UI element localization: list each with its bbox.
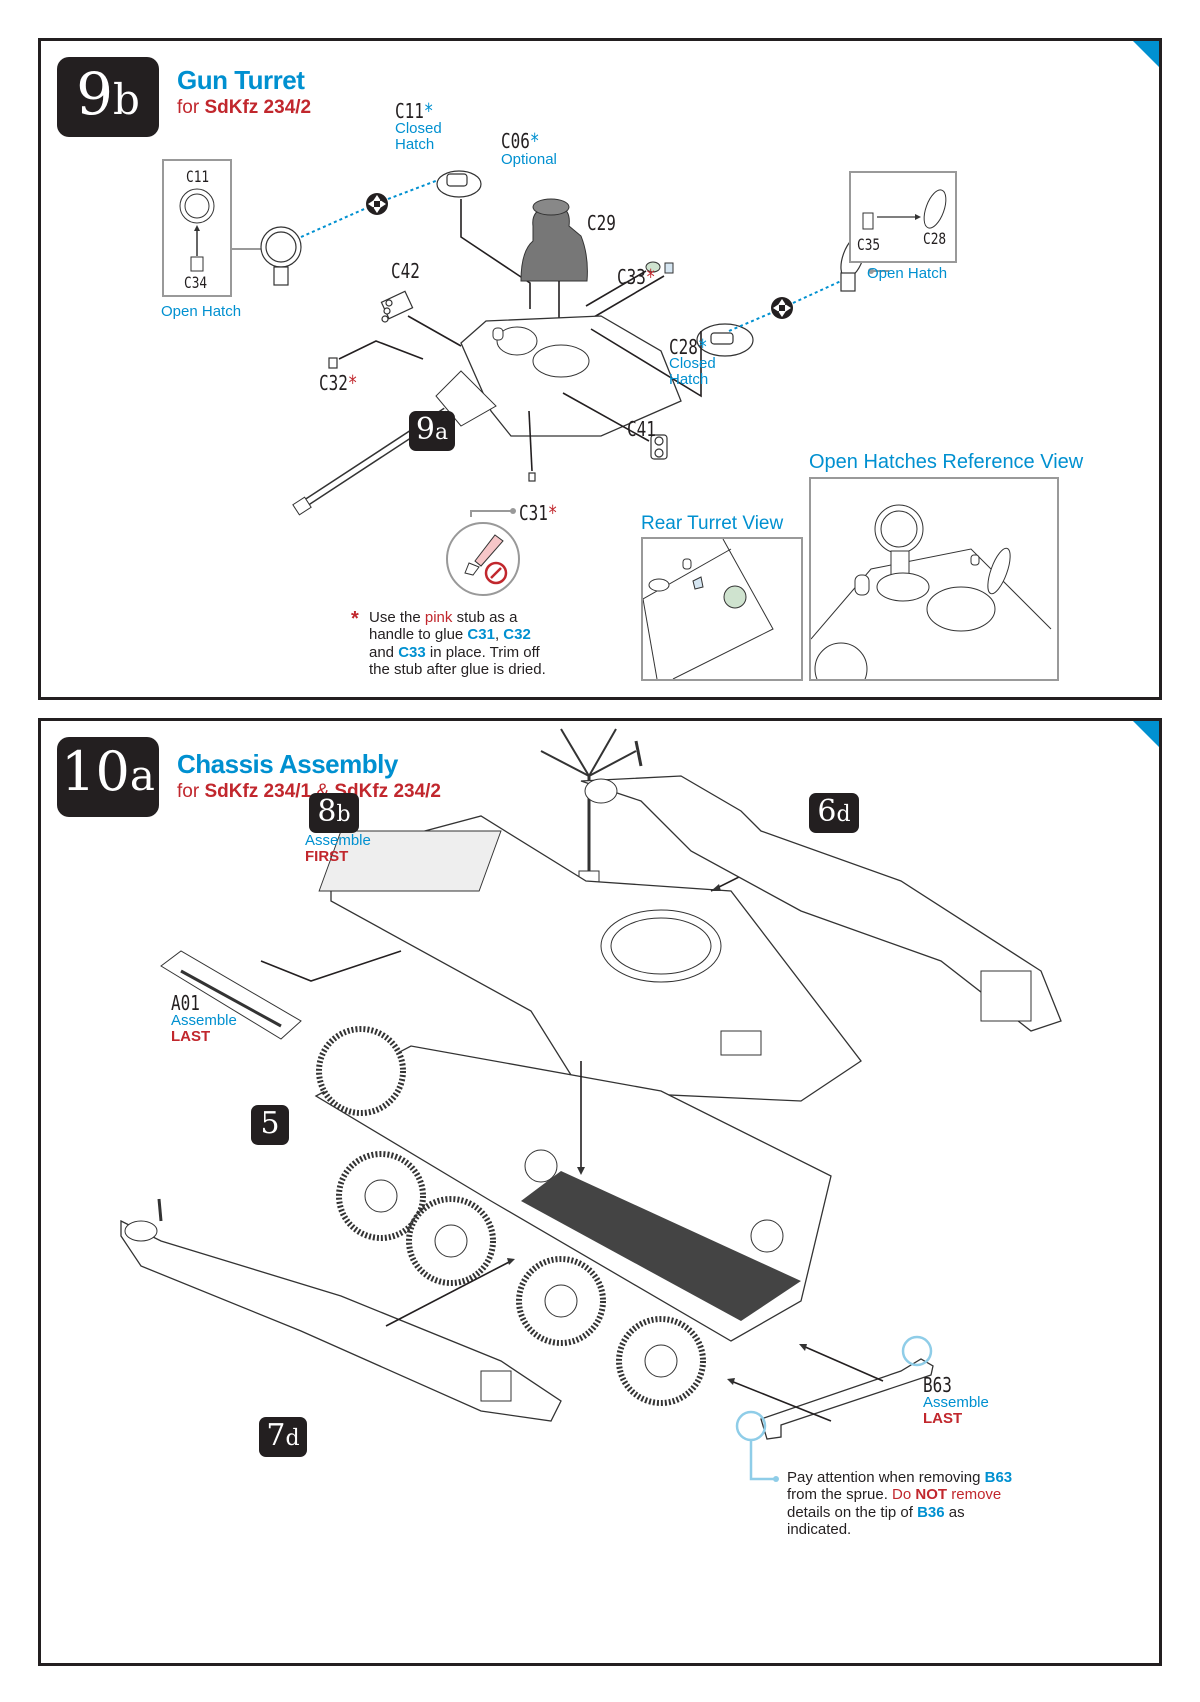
antenna [540,728,637,884]
label-c06: C06* [501,129,540,153]
stub-callout [446,522,520,596]
caption-open-hatch-left: Open Hatch [161,303,242,320]
align-symbol-left [366,193,388,215]
a01-part [160,950,302,1040]
label-c41: C41 [627,417,656,441]
corner-marker [1133,41,1159,67]
label-b63: B63 [923,1373,952,1397]
step-title: Gun Turret [177,65,305,95]
step-subtitle: for SdKfz 234/1 & SdKfz 234/2 [177,781,441,802]
inset-open-hatch-c11: C11 C34 [162,159,232,297]
side-rail-7d [120,1198,562,1422]
c41-part [650,434,668,460]
label-c32: C32* [319,371,358,395]
front-frame-6d [580,740,1062,1032]
caption-open-hatch-right: Open Hatch [867,265,948,282]
rear-turret-view-title: Rear Turret View [641,513,784,534]
stub-note: Use the pink stub as a handle to glue C3… [369,609,546,678]
lower-chassis-5 [314,1026,832,1406]
b63-note: Pay attention when removing B63 from the… [787,1469,1013,1538]
note-asterisk: * [351,608,359,630]
c42-part [380,290,414,323]
align-symbol-right [771,297,793,319]
label-c29: C29 [587,211,616,235]
upper-hull-8b [318,815,862,1102]
caption-c06: Optional [501,151,557,168]
turret-body [292,315,682,516]
label-c33: C33* [617,265,656,289]
commander-figure-c06 [520,198,588,282]
label-c42: C42 [391,259,420,283]
rear-turret-view [641,537,803,681]
open-hatches-title: Open Hatches Reference View [809,451,1084,473]
label-a01: A01 [171,991,200,1015]
chassis-diagram [120,728,1062,1482]
label-c11-closed: C11* [395,99,434,123]
label-c28-closed: C28* [669,335,708,359]
step-subtitle: for SdKfz 234/2 [177,97,312,118]
inset-open-hatch-c28: C35 C28 [849,171,957,263]
step-title: Chassis Assembly [177,749,398,779]
corner-marker [1133,721,1159,747]
b63-bumper [735,1335,934,1482]
label-c31: C31* [519,501,558,525]
turret-diagram [231,170,889,596]
step-badge-5: 5 [251,1105,289,1145]
open-hatches-reference-view [809,477,1059,681]
